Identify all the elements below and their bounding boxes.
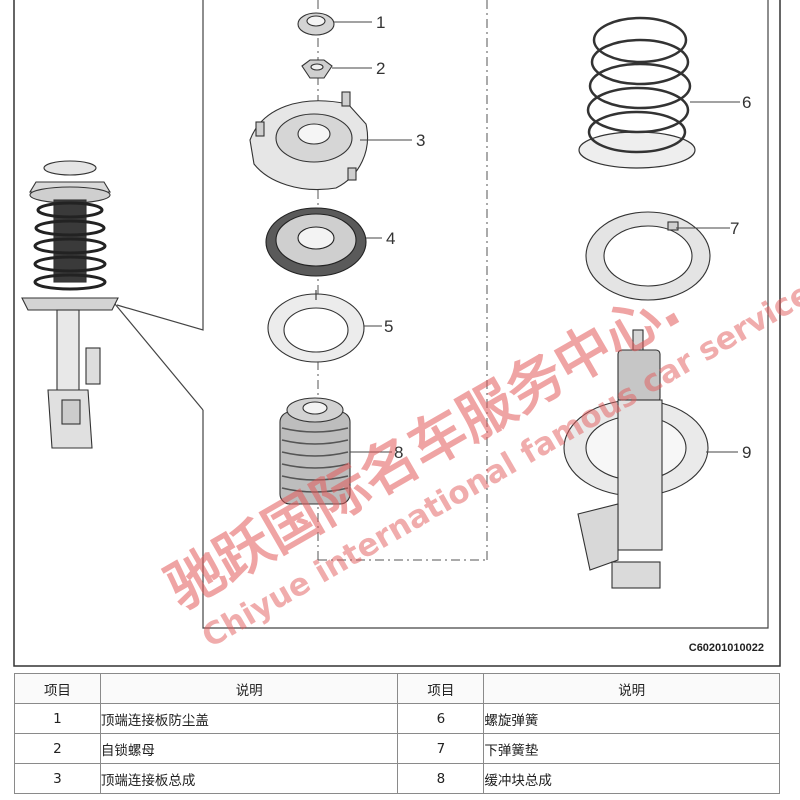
part-1-dust-cap [297,12,335,36]
item-description: 自锁螺母 [99,733,399,764]
diagram-frame [13,0,781,667]
part-3-top-mount-assembly [249,91,369,191]
part-7-lower-spring-seat [585,211,711,301]
callout-9: 9 [742,443,751,462]
callout-3: 3 [416,131,425,150]
item-number: 3 [14,763,101,794]
assembled-strut-illustration [21,160,119,449]
callout-4: 4 [386,229,395,248]
item-number: 6 [397,703,485,734]
item-description: 缓冲块总成 [483,763,780,794]
item-number: 1 [14,703,101,734]
part-4-bearing [265,207,367,277]
exploded-view-border [116,0,769,629]
header-description: 说明 [99,673,399,704]
parts-table: 项目 说明 项目 说明 1 顶端连接板防尘盖 6 螺旋弹簧 2 自锁螺母 7 下… [14,673,780,794]
item-description: 顶端连接板防尘盖 [99,703,399,734]
header-item-no: 项目 [397,673,485,704]
item-number: 7 [397,733,485,764]
callout-7: 7 [730,219,739,238]
part-8-bump-stop-assembly [279,397,351,505]
callout-8: 8 [394,443,403,462]
header-description: 说明 [483,673,780,704]
part-9-strut-shock [563,329,709,589]
item-description: 螺旋弹簧 [483,703,780,734]
item-description: 下弹簧垫 [483,733,780,764]
table-row: 3 顶端连接板总成 8 缓冲块总成 [14,763,780,794]
figure-code: C60201010022 [689,642,764,654]
callout-1: 1 [376,13,385,32]
part-5-spring-seat [267,290,365,363]
table-header-row: 项目 说明 项目 说明 [14,673,780,704]
exploded-strut-diagram: 1 2 3 4 5 6 7 8 9 C60201010022 驰跃国际名车服务中… [13,0,800,667]
callout-5: 5 [384,317,393,336]
callout-2: 2 [376,59,385,78]
item-number: 2 [14,733,101,764]
callout-6: 6 [742,93,751,112]
table-row: 2 自锁螺母 7 下弹簧垫 [14,733,780,764]
part-6-coil-spring [578,16,696,169]
header-item-no: 项目 [14,673,101,704]
leader-lines [332,21,740,453]
part-2-lock-nut [301,59,333,79]
item-description: 顶端连接板总成 [99,763,399,794]
item-number: 8 [397,763,485,794]
zoom-leader-line [109,297,204,411]
table-row: 1 顶端连接板防尘盖 6 螺旋弹簧 [14,703,780,734]
